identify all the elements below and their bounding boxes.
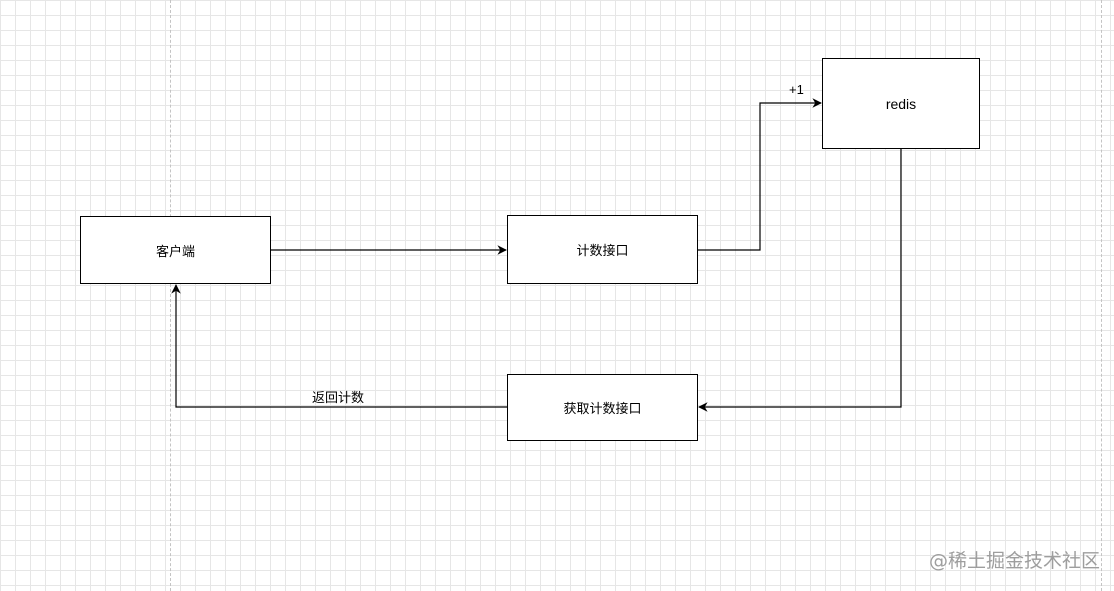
node-get-count-api[interactable]: 获取计数接口 bbox=[507, 374, 698, 441]
node-redis[interactable]: redis bbox=[822, 58, 980, 149]
node-count-api[interactable]: 计数接口 bbox=[507, 215, 698, 284]
page-guide-right bbox=[1101, 0, 1102, 591]
edge-get-count-api-to-client[interactable] bbox=[171, 284, 507, 408]
edge-label-plus-one: +1 bbox=[789, 82, 804, 97]
node-get-count-api-label: 获取计数接口 bbox=[563, 402, 642, 417]
page-guide-left bbox=[170, 0, 171, 591]
edge-count-api-to-redis[interactable] bbox=[698, 98, 822, 251]
node-client-label: 客户端 bbox=[155, 244, 195, 260]
edge-redis-to-get-count-api[interactable] bbox=[698, 149, 902, 412]
watermark: @稀土掘金技术社区 bbox=[928, 550, 1100, 572]
edge-label-return-count: 返回计数 bbox=[312, 391, 365, 406]
node-client[interactable]: 客户端 bbox=[80, 216, 271, 284]
node-count-api-label: 计数接口 bbox=[576, 244, 629, 259]
node-redis-label: redis bbox=[885, 95, 917, 112]
